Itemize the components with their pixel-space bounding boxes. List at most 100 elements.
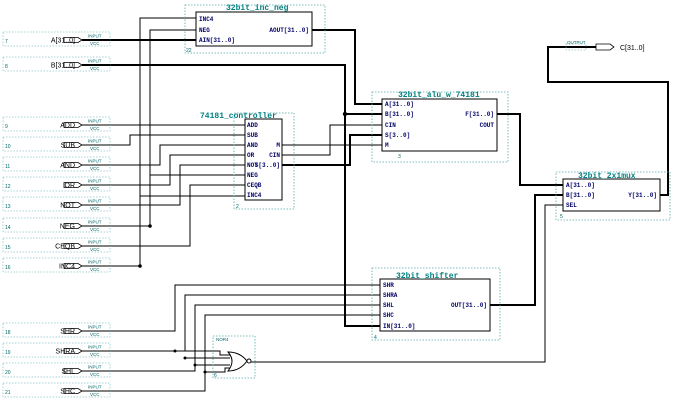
block-shifter[interactable]: 32bit_shifter SHR SHRA SHL SHC IN[31..0]… — [371, 267, 501, 341]
input-vcc: VCC — [90, 332, 100, 337]
input-tag: INPUT — [88, 59, 102, 64]
block-alu[interactable]: 32bit_alu_w_74181 A[31..0] B[31..0] CIN … — [371, 91, 509, 163]
input-label: AND — [60, 163, 75, 170]
input-shape — [63, 263, 83, 269]
input-tag: INPUT — [88, 385, 102, 390]
input-number: 12 — [5, 184, 11, 190]
block-controller[interactable]: 74181_controller ADD SUB AND OR NOT NEG … — [200, 112, 295, 210]
input-tag: INPUT — [88, 240, 102, 245]
output-pin[interactable]: OUTPUT C[31..0] — [565, 40, 645, 52]
block-inc-neg[interactable]: 32bit_inc_neg INC4 NEG AIN[31..0] AOUT[3… — [184, 4, 326, 54]
input-frame — [2, 156, 111, 172]
input-frame — [2, 257, 111, 273]
input-label: A[31..0] — [51, 38, 75, 45]
input-vcc: VCC — [90, 146, 100, 151]
block-mux[interactable]: 32bit_2x1mux A[31..0] B[31..0] SEL Y[31.… — [555, 171, 671, 221]
inc-neg-title: 32bit_inc_neg — [226, 4, 289, 13]
input-pin-not[interactable]: NOT 13 INPUT VCC — [2, 196, 111, 212]
input-shape — [63, 202, 83, 208]
input-shape — [63, 182, 83, 188]
input-frame — [2, 116, 111, 132]
input-frame — [2, 322, 111, 338]
alu-title: 32bit_alu_w_74181 — [398, 91, 480, 100]
input-vcc: VCC — [90, 206, 100, 211]
shifter-port-shc: SHC — [383, 312, 394, 319]
shifter-title: 32bit_shifter — [396, 272, 459, 281]
input-shape — [63, 243, 83, 249]
input-tag: INPUT — [88, 345, 102, 350]
alu-port-b: B[31..0] — [385, 111, 414, 118]
input-tag: INPUT — [88, 365, 102, 370]
input-tag: INPUT — [88, 139, 102, 144]
inc-neg-port-aout: AOUT[31..0] — [269, 27, 309, 34]
mux-port-sel: SEL — [566, 202, 577, 209]
input-frame — [2, 362, 111, 378]
input-vcc: VCC — [90, 66, 100, 71]
input-number: 8 — [5, 64, 8, 70]
shifter-port-shra: SHRA — [383, 292, 398, 299]
alu-port-cin: CIN — [385, 122, 396, 129]
input-pin-and[interactable]: AND 11 INPUT VCC — [2, 156, 111, 172]
control-wires — [110, 17, 563, 392]
controller-port-add: ADD — [247, 122, 258, 129]
input-frame — [2, 136, 111, 152]
input-shape — [63, 388, 83, 394]
controller-port-not: NOT — [247, 162, 258, 169]
input-tag: INPUT — [88, 199, 102, 204]
input-number: 20 — [5, 370, 11, 376]
inc-neg-port-ain: AIN[31..0] — [199, 37, 235, 44]
input-shape — [63, 368, 83, 374]
input-tag: INPUT — [88, 159, 102, 164]
input-vcc: VCC — [90, 392, 100, 397]
input-label: SHC — [60, 389, 75, 396]
input-vcc: VCC — [90, 267, 100, 272]
nor4-number: 6 — [214, 373, 217, 379]
input-number: 9 — [5, 124, 8, 130]
input-tag: INPUT — [88, 220, 102, 225]
input-vcc: VCC — [90, 166, 100, 171]
input-number: 13 — [5, 204, 11, 210]
input-label: NOT — [60, 203, 76, 210]
nor4-gate[interactable]: NOR4 6 — [212, 335, 256, 379]
input-label: INC4 — [59, 264, 75, 271]
input-number: 10 — [5, 144, 11, 150]
input-vcc: VCC — [90, 126, 100, 131]
shifter-number: 4 — [374, 335, 377, 341]
input-shape — [63, 328, 83, 334]
alu-port-m: M — [385, 142, 389, 149]
input-frame — [2, 342, 111, 358]
junctions — [138, 111, 348, 374]
input-vcc: VCC — [90, 372, 100, 377]
input-shape — [63, 142, 83, 148]
controller-port-m: M — [276, 142, 280, 149]
alu-port-f: F[31..0] — [465, 111, 494, 118]
input-pins: A[31..0]7INPUTVCCB[31..0]8INPUTVCCADD9IN… — [2, 31, 111, 398]
controller-port-ceqb: CEQB — [247, 182, 262, 189]
input-vcc: VCC — [90, 41, 100, 46]
input-frame — [2, 237, 111, 253]
inc-neg-port-inc4: INC4 — [199, 16, 214, 23]
input-shape — [63, 223, 83, 229]
input-vcc: VCC — [90, 247, 100, 252]
input-label: CEQB — [55, 244, 75, 251]
mux-port-a: A[31..0] — [566, 182, 595, 189]
input-tag: INPUT — [88, 179, 102, 184]
controller-port-neg: NEG — [247, 172, 258, 179]
input-number: 11 — [5, 164, 10, 170]
input-tag: INPUT — [88, 260, 102, 265]
input-label: SHRA — [56, 349, 76, 356]
controller-number: 2 — [236, 204, 239, 210]
nor4-label: NOR4 — [216, 337, 229, 342]
